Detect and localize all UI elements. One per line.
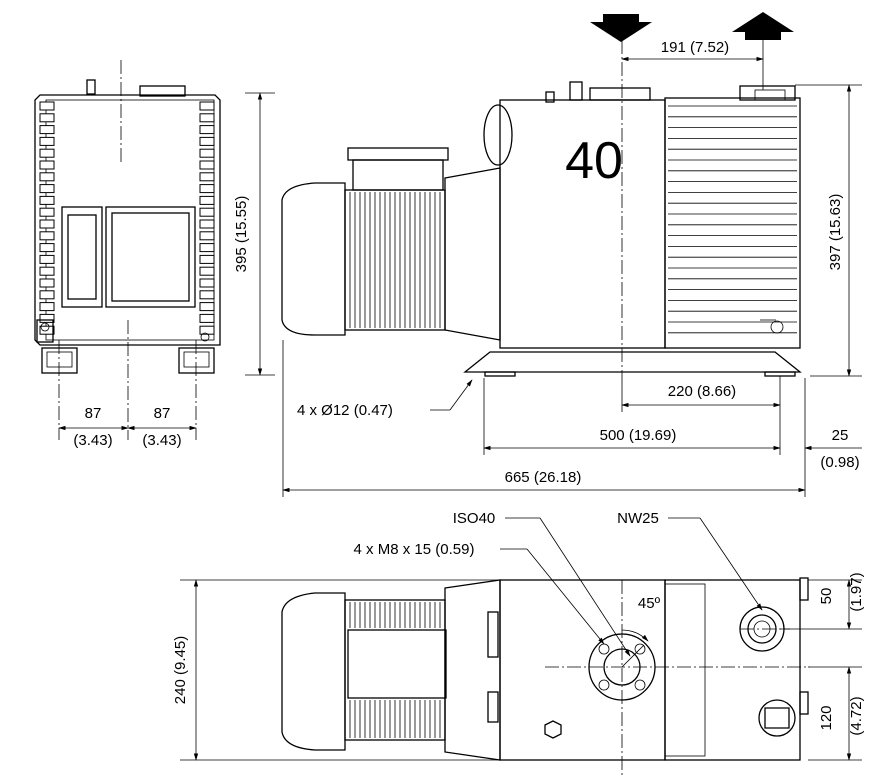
dim-191: 191 (7.52) (661, 39, 729, 56)
fin (39, 113, 55, 123)
m8-thread-label: 4 x M8 x 15 (0.59) (354, 541, 475, 558)
fin (199, 172, 215, 182)
right-top-dims (780, 579, 862, 761)
fin (39, 254, 55, 264)
fin (199, 231, 215, 241)
top-view (281, 577, 810, 775)
holes-spec: 4 x Ø12 (0.47) (297, 402, 393, 419)
down-arrow-icon (590, 14, 652, 42)
fin (199, 184, 215, 194)
fin (199, 160, 215, 170)
fin (39, 184, 55, 194)
fin (39, 313, 55, 323)
dim-240: 240 (9.45) (172, 636, 189, 704)
dim-87-right: 87 (154, 405, 171, 422)
fin (199, 302, 215, 312)
fin (39, 136, 55, 146)
iso40-label: ISO40 (453, 510, 496, 527)
dim-120: 120 (818, 705, 835, 730)
fin (199, 290, 215, 300)
dim-397-line (795, 84, 862, 377)
fin (39, 219, 55, 229)
fin (199, 113, 215, 123)
fin (39, 148, 55, 158)
fin (199, 266, 215, 276)
bottom-dim-lines (282, 340, 862, 497)
dim-240-line (180, 579, 500, 761)
dim-395: 395 (15.55) (233, 196, 250, 273)
angle-45: 45º (638, 595, 661, 612)
fin (39, 290, 55, 300)
top-leaders (500, 517, 763, 657)
dim-397: 397 (15.63) (827, 194, 844, 271)
holes-leader (430, 379, 473, 411)
cooling-fins-left (39, 101, 55, 335)
front-view (34, 60, 221, 440)
fin (199, 207, 215, 217)
fin (39, 266, 55, 276)
motor-ribs-top (349, 602, 446, 738)
dim-120-inch: (4.72) (848, 696, 865, 735)
fin (199, 136, 215, 146)
fin (199, 278, 215, 288)
dim-50: 50 (818, 588, 835, 605)
fin (199, 125, 215, 135)
fin (39, 172, 55, 182)
fin (39, 302, 55, 312)
fin (199, 219, 215, 229)
dim-220: 220 (8.66) (668, 383, 736, 400)
fin (39, 101, 55, 111)
fin (39, 231, 55, 241)
motor-ribs (349, 192, 446, 328)
fin (199, 148, 215, 158)
dim-25-inch: (0.98) (820, 454, 859, 471)
dim-395-line (245, 92, 275, 376)
cooling-fins-right (199, 101, 215, 335)
fin (39, 195, 55, 205)
nw25-label: NW25 (617, 510, 659, 527)
fin (39, 125, 55, 135)
fin (39, 243, 55, 253)
side-view (281, 40, 802, 380)
fin (199, 243, 215, 253)
dim-87-left-inch: (3.43) (73, 432, 112, 449)
fin (199, 195, 215, 205)
dim-500: 500 (19.69) (600, 427, 677, 444)
fin (199, 325, 215, 335)
dim-87-right-inch: (3.43) (142, 432, 181, 449)
model-number: 40 (565, 132, 623, 190)
up-arrow-icon (732, 12, 794, 40)
dim-665: 665 (26.18) (505, 469, 582, 486)
fin (39, 207, 55, 217)
dim-25: 25 (832, 427, 849, 444)
fin (39, 278, 55, 288)
fin (39, 160, 55, 170)
fin (199, 313, 215, 323)
fin (199, 101, 215, 111)
dim-50-inch: (1.97) (848, 572, 865, 611)
side-cooling-fins (668, 105, 797, 334)
dim-191-line (621, 40, 764, 90)
fin (199, 254, 215, 264)
dim-87-left: 87 (85, 405, 102, 422)
